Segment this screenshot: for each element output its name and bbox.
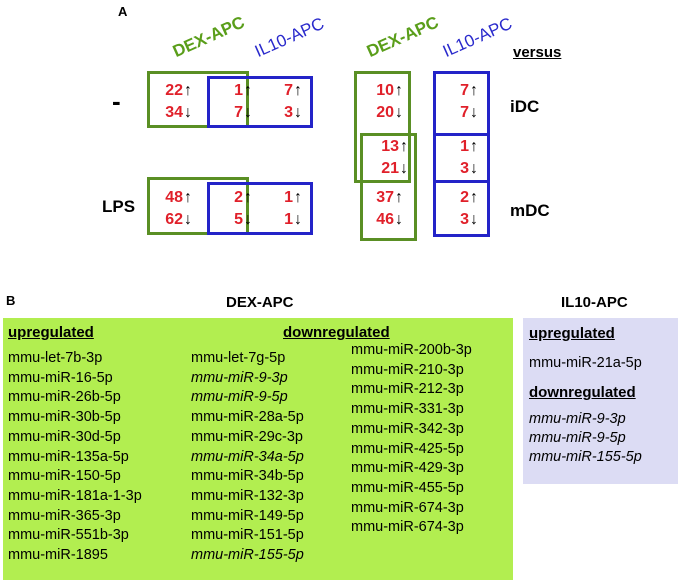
list-item: mmu-miR-181a-1-3p: [8, 487, 142, 504]
il10-apc-panel: [523, 318, 678, 484]
vs-il10-box-bottom: [433, 133, 490, 237]
list-item: mmu-miR-365-3p: [8, 507, 121, 524]
vs-dex-box-bottom: [360, 133, 417, 241]
cell-middle-vs-il10: 1↑ 3↓: [460, 138, 478, 177]
list-item: mmu-miR-28a-5p: [191, 409, 304, 426]
dex-apc-panel: [3, 318, 513, 580]
list-item: mmu-miR-29c-3p: [191, 428, 303, 445]
header-il10-apc-1: IL10-APC: [251, 13, 327, 62]
panel-a-letter: A: [118, 4, 128, 19]
cell-minus-vs-il10: 7↑ 7↓: [460, 82, 478, 121]
il10-box-lps: [207, 182, 313, 235]
il10-up-list: mmu-miR-21a-5p: [529, 354, 642, 374]
cell-minus-il10: 7↑ 3↓: [284, 82, 302, 121]
list-item: mmu-miR-1895: [8, 547, 108, 564]
list-item: mmu-miR-210-3p: [351, 361, 464, 378]
header-dex-apc-2: DEX-APC: [363, 12, 442, 62]
list-item: mmu-miR-9-3p: [529, 411, 626, 427]
list-item: mmu-miR-200b-3p: [351, 342, 472, 358]
list-item: mmu-miR-9-3p: [191, 369, 288, 386]
dex-down-label: downregulated: [283, 324, 390, 341]
row-label-lps: LPS: [102, 197, 136, 216]
list-item: mmu-miR-30d-5p: [8, 428, 121, 445]
list-item: mmu-miR-16-5p: [8, 369, 113, 386]
list-item: mmu-miR-455-5p: [351, 479, 464, 496]
dex-apc-title: DEX-APC: [226, 294, 294, 311]
dex-up-list: mmu-let-7b-3p mmu-miR-16-5p mmu-miR-26b-…: [8, 349, 142, 566]
il10-down-label: downregulated: [529, 384, 636, 401]
list-item: mmu-miR-150-5p: [8, 468, 121, 485]
list-item: mmu-miR-155-5p: [191, 547, 304, 564]
list-item: mmu-miR-674-3p: [351, 499, 464, 516]
dex-up-label: upregulated: [8, 324, 94, 341]
list-item: mmu-miR-331-3p: [351, 401, 464, 418]
versus-label: versus: [513, 44, 562, 61]
list-item: mmu-miR-34a-5p: [191, 448, 304, 465]
row-label-minus: -: [112, 86, 121, 116]
list-item: mmu-let-7b-3p: [8, 350, 103, 366]
header-il10-apc-2: IL10-APC: [439, 13, 515, 62]
dex-down-list-2: mmu-miR-200b-3p mmu-miR-210-3p mmu-miR-2…: [351, 341, 472, 538]
il10-apc-title: IL10-APC: [561, 294, 628, 311]
il10-up-label: upregulated: [529, 325, 615, 342]
list-item: mmu-miR-151-5p: [191, 527, 304, 544]
list-item: mmu-miR-132-3p: [191, 487, 304, 504]
dex-box-minus: [147, 71, 249, 128]
list-item: mmu-miR-155-5p: [529, 449, 642, 465]
row-label-idc: iDC: [510, 97, 540, 116]
panel-b-letter: B: [6, 293, 16, 308]
cell-lps-overlap: 2↑ 5↓: [234, 189, 252, 228]
cell-lps-il10: 1↑ 1↓: [284, 189, 302, 228]
list-item: mmu-let-7g-5p: [191, 350, 286, 366]
vs-il10-box-top: [433, 71, 490, 183]
list-item: mmu-miR-30b-5p: [8, 409, 121, 426]
header-dex-apc-1: DEX-APC: [169, 12, 248, 62]
cell-minus-overlap: 1↑ 7↓: [234, 82, 252, 121]
row-label-mdc: mDC: [510, 201, 550, 220]
list-item: mmu-miR-9-5p: [191, 389, 288, 406]
cell-minus-dex: 22↑ 34↓: [165, 82, 192, 121]
cell-minus-vs-dex: 10↑ 20↓: [376, 82, 403, 121]
il10-down-list: mmu-miR-9-3p mmu-miR-9-5p mmu-miR-155-5p: [529, 410, 642, 467]
list-item: mmu-miR-425-5p: [351, 440, 464, 457]
cell-lps-dex: 48↑ 62↓: [165, 189, 192, 228]
il10-box-minus: [207, 76, 313, 128]
list-item: mmu-miR-429-3p: [351, 460, 464, 477]
dex-box-lps: [147, 177, 249, 235]
cell-lps-vs-il10: 2↑ 3↓: [460, 189, 478, 228]
dex-down-list-1: mmu-let-7g-5p mmu-miR-9-3p mmu-miR-9-5p …: [191, 349, 304, 566]
list-item: mmu-miR-149-5p: [191, 507, 304, 524]
list-item: mmu-miR-135a-5p: [8, 448, 129, 465]
list-item: mmu-miR-21a-5p: [529, 355, 642, 371]
cell-lps-vs-dex: 37↑ 46↓: [376, 189, 403, 228]
list-item: mmu-miR-551b-3p: [8, 527, 129, 544]
cell-middle-vs-dex: 13↑ 21↓: [381, 138, 408, 177]
list-item: mmu-miR-342-3p: [351, 420, 464, 437]
vs-dex-box-top: [354, 71, 411, 183]
list-item: mmu-miR-9-5p: [529, 430, 626, 446]
list-item: mmu-miR-674-3p: [351, 519, 464, 536]
list-item: mmu-miR-34b-5p: [191, 468, 304, 485]
list-item: mmu-miR-26b-5p: [8, 389, 121, 406]
list-item: mmu-miR-212-3p: [351, 381, 464, 398]
